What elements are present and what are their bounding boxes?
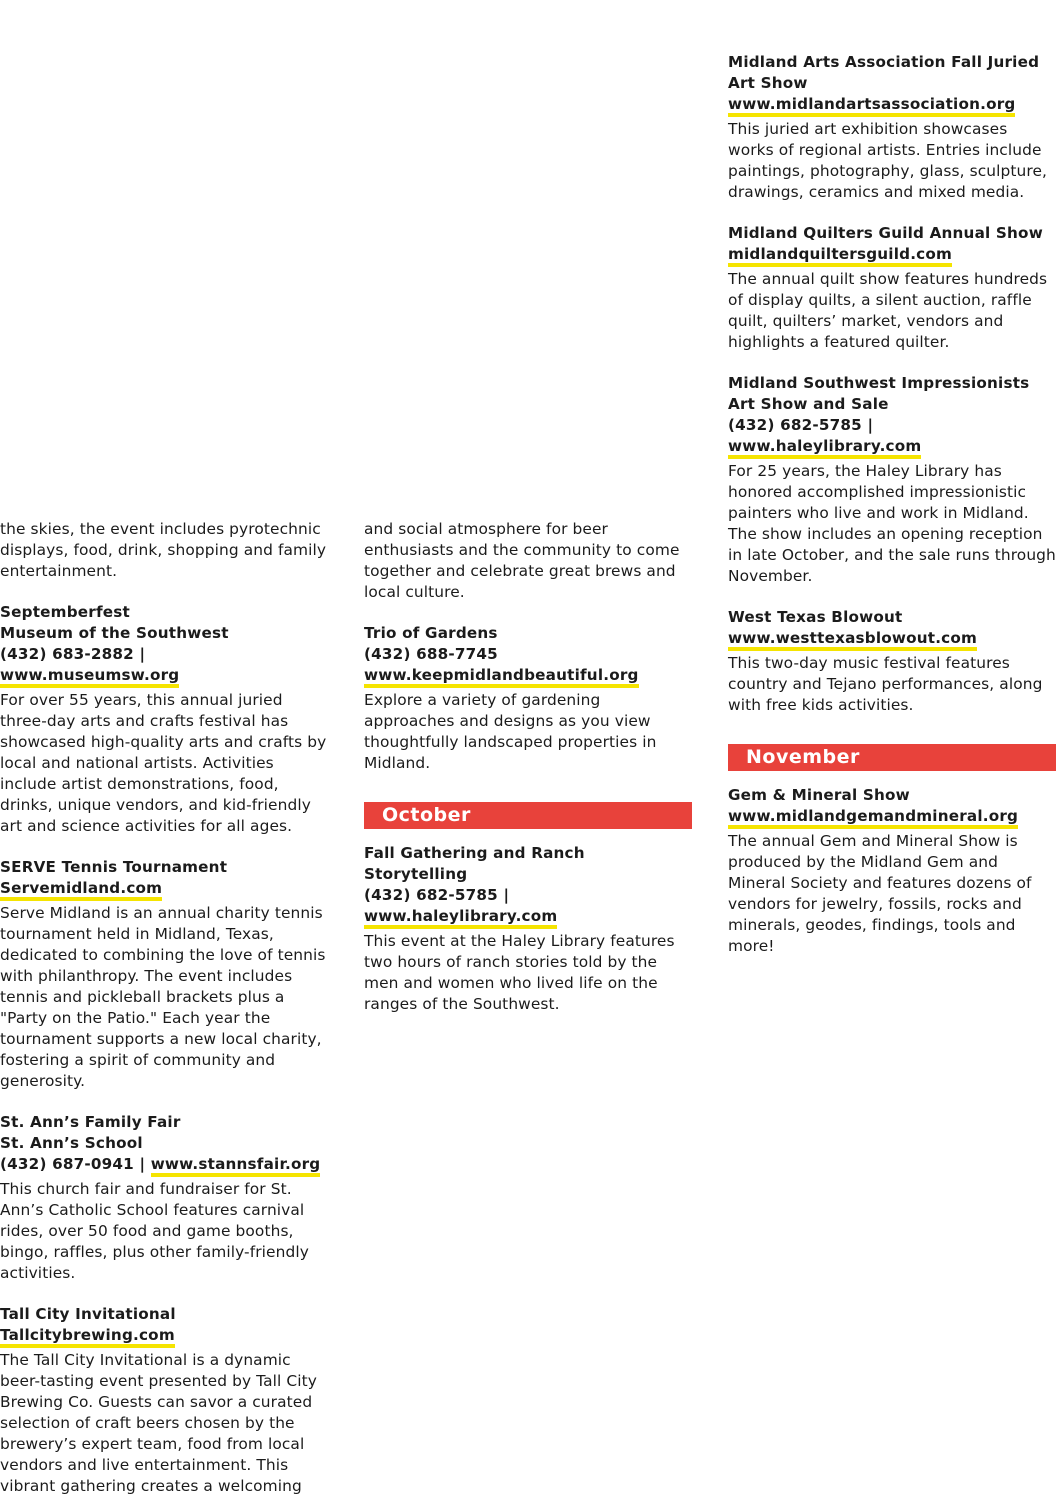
event-description: The Tall City Invitational is a dynamic … [0, 1351, 317, 1495]
event-venue: Museum of the Southwest [0, 624, 229, 642]
event-contact: midlandquiltersguild.com [728, 244, 1056, 267]
event-serve-tennis: SERVE Tennis Tournament Servemidland.com… [0, 857, 328, 1092]
event-link[interactable]: Servemidland.com [0, 879, 163, 901]
separator: | [861, 416, 874, 434]
event-contact: Servemidland.com [0, 878, 328, 901]
event-title: Midland Quilters Guild Annual Show [728, 224, 1043, 242]
event-title: Fall Gathering and Ranch Storytelling [364, 844, 585, 883]
event-link[interactable]: www.midlandgemandmineral.org [728, 807, 1019, 829]
event-link[interactable]: www.keepmidlandbeautiful.org [364, 666, 639, 688]
event-title: Septemberfest [0, 603, 130, 621]
separator: | [497, 886, 510, 904]
event-title: West Texas Blowout [728, 608, 903, 626]
event-contact: www.keepmidlandbeautiful.org [364, 665, 692, 688]
event-phone: (432) 683-2882 [0, 645, 134, 663]
event-description: The annual quilt show features hundreds … [728, 270, 1048, 351]
event-link[interactable]: midlandquiltersguild.com [728, 245, 953, 267]
event-link[interactable]: www.haleylibrary.com [728, 437, 922, 459]
event-trio-of-gardens: Trio of Gardens (432) 688-7745 www.keepm… [364, 623, 692, 774]
event-gem-mineral-show: Gem & Mineral Show www.midlandgemandmine… [728, 785, 1056, 957]
separator: | [133, 1155, 151, 1173]
continued-text: and social atmosphere for beer enthusias… [364, 520, 680, 601]
event-description: Serve Midland is an annual charity tenni… [0, 904, 326, 1090]
month-heading-october: October [364, 802, 692, 829]
event-contact: (432) 687-0941 | www.stannsfair.org [0, 1154, 328, 1177]
event-title: Trio of Gardens [364, 624, 498, 642]
event-title: Midland Southwest Impressionists Art Sho… [728, 374, 1030, 413]
event-contact: (432) 682-5785 | www.haleylibrary.com [364, 885, 692, 929]
event-contact: www.midlandartsassociation.org [728, 94, 1056, 117]
event-contact: Tallcitybrewing.com [0, 1325, 328, 1348]
event-st-anns: St. Ann’s Family Fair St. Ann’s School (… [0, 1112, 328, 1284]
event-phone: (432) 687-0941 [0, 1155, 134, 1173]
event-description: For over 55 years, this annual juried th… [0, 691, 327, 835]
event-tall-city: Tall City Invitational Tallcitybrewing.c… [0, 1304, 328, 1497]
column-middle: and social atmosphere for beer enthusias… [364, 519, 692, 1015]
continued-text: the skies, the event includes pyrotechni… [0, 520, 327, 580]
event-phone: (432) 682-5785 [728, 416, 862, 434]
event-title: St. Ann’s Family Fair [0, 1113, 181, 1131]
event-description: Explore a variety of gardening approache… [364, 691, 657, 772]
event-phone: (432) 688-7745 [364, 645, 498, 663]
event-title: SERVE Tennis Tournament [0, 858, 228, 876]
event-septemberfest: Septemberfest Museum of the Southwest (4… [0, 602, 328, 837]
event-contact: www.midlandgemandmineral.org [728, 806, 1056, 829]
event-description: The annual Gem and Mineral Show is produ… [728, 832, 1032, 955]
event-link[interactable]: www.midlandartsassociation.org [728, 95, 1016, 117]
event-link[interactable]: www.westtexasblowout.com [728, 629, 978, 651]
event-venue: St. Ann’s School [0, 1134, 143, 1152]
event-west-texas-blowout: West Texas Blowout www.westtexasblowout.… [728, 607, 1056, 716]
event-phone: (432) 682-5785 [364, 886, 498, 904]
separator: | [133, 645, 146, 663]
event-impressionists: Midland Southwest Impressionists Art Sho… [728, 373, 1056, 587]
event-description: This event at the Haley Library features… [364, 932, 675, 1013]
event-description: This juried art exhibition showcases wor… [728, 120, 1048, 201]
month-heading-november: November [728, 744, 1056, 771]
event-fall-gathering: Fall Gathering and Ranch Storytelling (4… [364, 843, 692, 1015]
event-link[interactable]: Tallcitybrewing.com [0, 1326, 175, 1348]
event-title: Tall City Invitational [0, 1305, 176, 1323]
event-link[interactable]: www.haleylibrary.com [364, 907, 558, 929]
event-quilters-guild: Midland Quilters Guild Annual Show midla… [728, 223, 1056, 353]
event-description: This church fair and fundraiser for St. … [0, 1180, 309, 1282]
event-title: Midland Arts Association Fall Juried Art… [728, 53, 1040, 92]
event-contact: (432) 682-5785 | www.haleylibrary.com [728, 415, 1056, 459]
event-description: For 25 years, the Haley Library has hono… [728, 462, 1056, 585]
event-maa-art-show: Midland Arts Association Fall Juried Art… [728, 52, 1056, 203]
event-contact: www.westtexasblowout.com [728, 628, 1056, 651]
column-left: the skies, the event includes pyrotechni… [0, 519, 328, 1497]
event-link[interactable]: www.stannsfair.org [150, 1155, 321, 1177]
column-right: Midland Arts Association Fall Juried Art… [728, 52, 1056, 957]
event-title: Gem & Mineral Show [728, 786, 910, 804]
event-contact: (432) 683-2882 | www.museumsw.org [0, 644, 328, 688]
event-description: This two-day music festival features cou… [728, 654, 1043, 714]
event-link[interactable]: www.museumsw.org [0, 666, 180, 688]
